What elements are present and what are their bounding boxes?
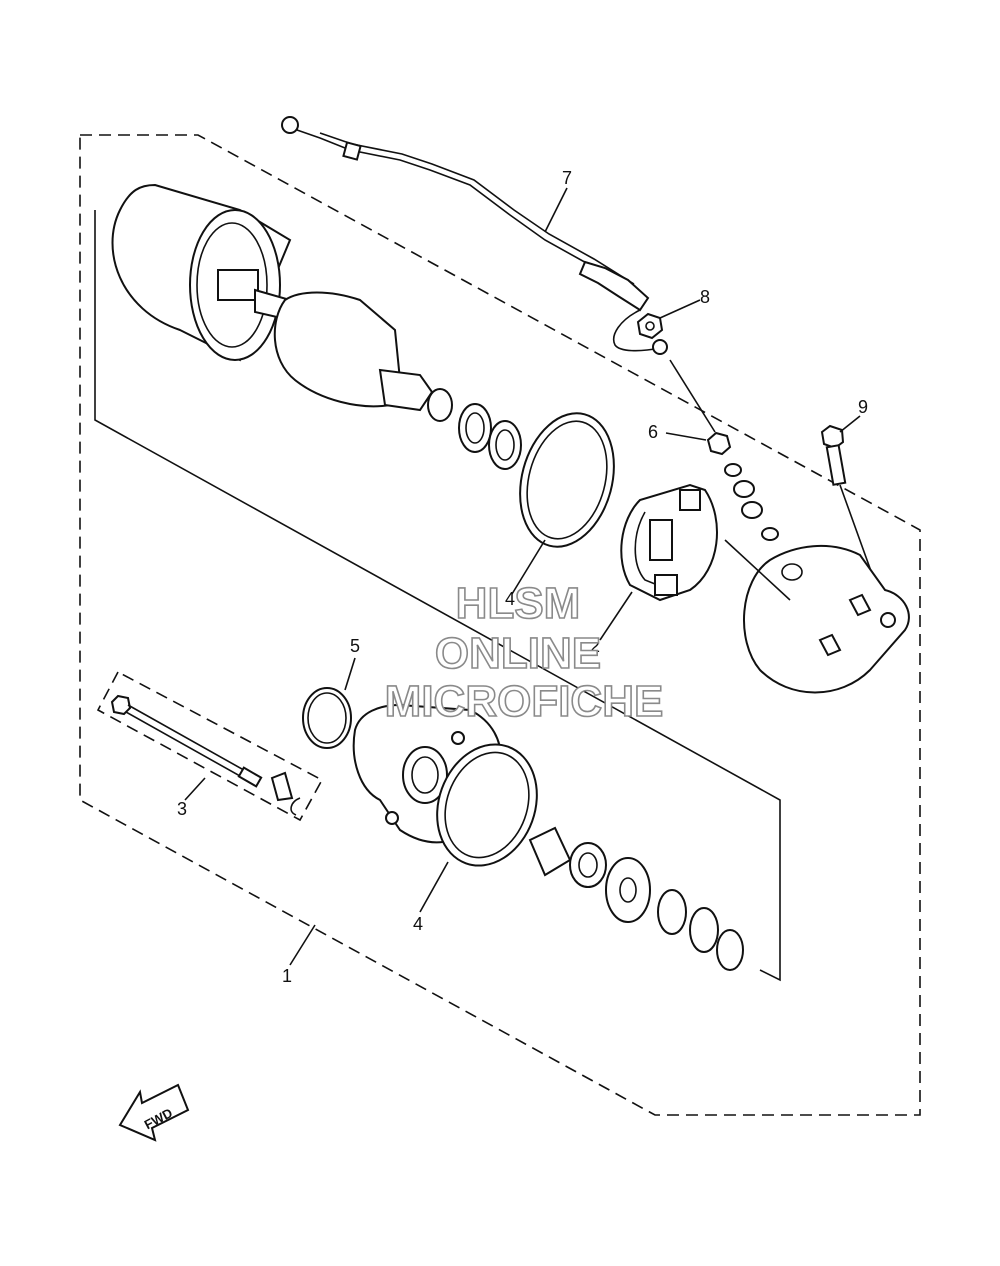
leader-washers-to-cover <box>724 539 791 601</box>
callout-4-lower: 4 <box>413 914 423 934</box>
callout-8: 8 <box>700 287 710 307</box>
o-ring-lower[interactable] <box>421 730 554 879</box>
armature <box>254 288 453 422</box>
armature-washers <box>458 403 522 470</box>
callout-6: 6 <box>648 422 658 442</box>
callout-7: 7 <box>562 168 572 188</box>
leader-cable-to-nut <box>669 359 716 433</box>
callout-3: 3 <box>177 799 187 819</box>
callout-2: 2 <box>590 636 600 656</box>
callout-5: 5 <box>350 636 360 656</box>
callout-4-upper: 4 <box>505 589 515 609</box>
brush-holder[interactable] <box>620 483 718 602</box>
nut[interactable] <box>636 312 664 340</box>
o-ring-small[interactable] <box>302 687 352 749</box>
watermark-line-3: MICROFICHE <box>385 677 664 726</box>
callout-leaders <box>184 187 861 966</box>
assembly-outline-solid <box>94 210 781 982</box>
assembly-boundary-dashed <box>79 134 921 1116</box>
starter-cable[interactable] <box>281 116 668 355</box>
watermark-line-2: ONLINE <box>435 629 601 678</box>
o-ring-upper[interactable] <box>506 403 628 558</box>
fwd-direction-arrow <box>118 1083 190 1142</box>
terminal-nut-washer-stack[interactable] <box>706 431 779 541</box>
callout-1: 1 <box>282 966 292 986</box>
front-bearing-washers <box>528 826 744 971</box>
bolt[interactable] <box>820 424 847 486</box>
watermark-line-1: HLSM <box>456 579 581 628</box>
motor-yoke-housing <box>111 183 292 362</box>
callout-9: 9 <box>858 397 868 417</box>
rear-end-cover <box>743 544 910 694</box>
through-bolt-group-boundary <box>96 671 324 822</box>
through-bolt[interactable] <box>110 694 301 816</box>
